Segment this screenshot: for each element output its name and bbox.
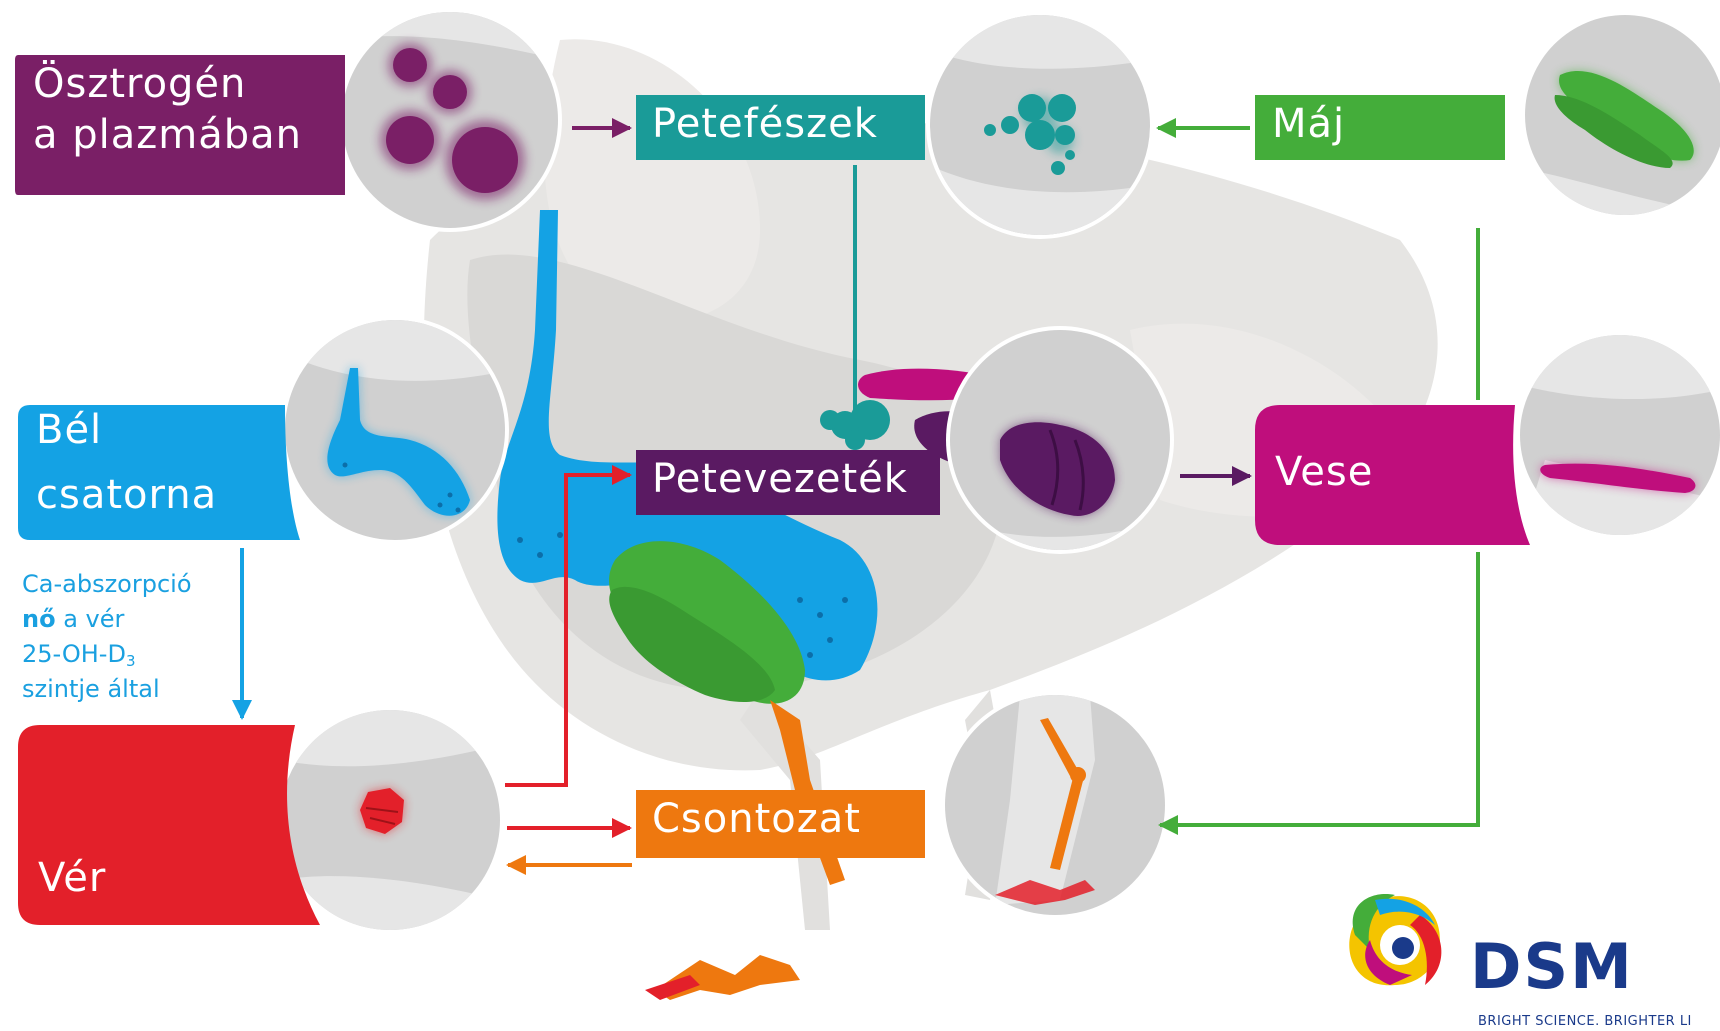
dsm-tagline: BRIGHT SCIENCE. BRIGHTER LI — [1478, 1014, 1692, 1029]
note-line4: szintje által — [22, 672, 192, 707]
liver-zoom — [1520, 11, 1720, 240]
note-line3: 25-OH-D3 — [22, 637, 192, 672]
label-petefeszek: Petefészek — [652, 102, 878, 147]
label-vese: Vese — [1275, 450, 1373, 495]
label-bel: Bél csatorna — [36, 408, 217, 518]
label-ver: Vér — [38, 856, 106, 901]
skeleton-zoom — [941, 691, 1169, 919]
note-line3-sub: 3 — [126, 652, 136, 670]
blood-zoom — [276, 700, 504, 940]
note-line2: nő a vér — [22, 602, 192, 637]
note-line2-bold: nő — [22, 605, 56, 633]
label-bel-line1: Bél — [36, 408, 217, 453]
ca-absorption-note: Ca-abszorpció nő a vér 25-OH-D3 szintje … — [22, 567, 192, 707]
label-bel-line2: csatorna — [36, 473, 217, 518]
label-osztrogen-line1: Ösztrogén — [33, 62, 302, 107]
dsm-logo-text: DSM — [1470, 930, 1634, 1003]
intestine-zoom — [281, 316, 510, 544]
label-osztrogen-line2: a plazmában — [33, 113, 302, 158]
ovary-zoom — [926, 0, 1154, 240]
estrogen-zoom — [338, 0, 562, 232]
label-petevezetek: Petevezeték — [652, 457, 908, 502]
label-maj: Máj — [1272, 102, 1345, 147]
note-line3-main: 25-OH-D — [22, 640, 126, 668]
kidney-zoom — [1516, 331, 1720, 540]
label-osztrogen: Ösztrogén a plazmában — [33, 62, 302, 158]
label-csontozat: Csontozat — [652, 797, 861, 842]
note-line1: Ca-abszorpció — [22, 567, 192, 602]
dsm-logo-icon — [1349, 894, 1441, 985]
note-line2-rest: a vér — [56, 605, 125, 633]
